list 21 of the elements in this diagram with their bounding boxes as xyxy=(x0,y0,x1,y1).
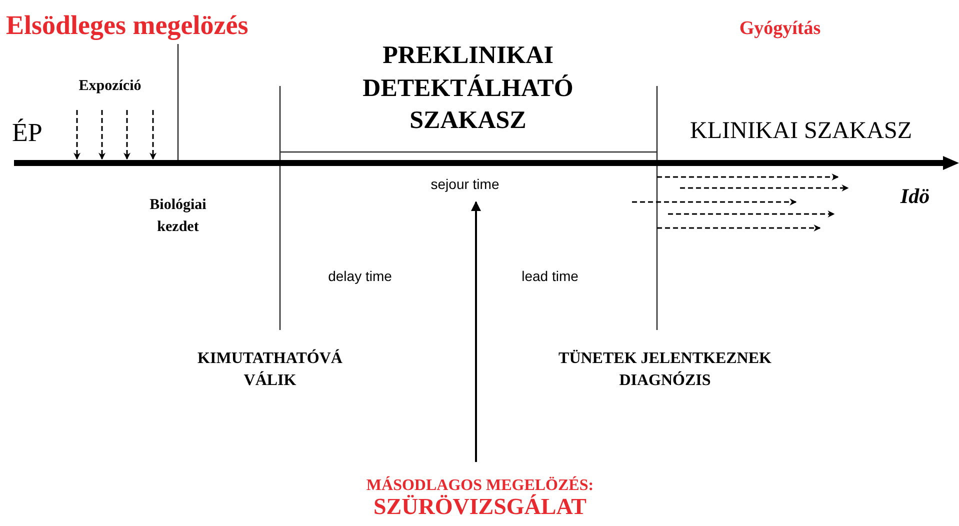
section-heading: Elsödleges megelözés xyxy=(6,10,250,42)
arrow xyxy=(98,110,106,160)
event-label: TÜNETEK JELENTKEZNEK DIAGNÓZIS xyxy=(558,348,772,391)
heading: MÁSODLAGOS MEGELÖZÉS: xyxy=(365,478,595,494)
interval-label: delay time xyxy=(327,268,393,284)
arrow xyxy=(471,201,481,462)
phase-title: KLINIKAI SZAKASZ xyxy=(690,118,913,146)
arrow xyxy=(74,110,80,160)
phase-title: PREKLINIKAI DETEKTÁLHATÓ SZAKASZ xyxy=(362,41,574,136)
arrow xyxy=(124,110,130,160)
event-label: KIMUTATHATÓVÁ VÁLIK xyxy=(196,348,344,391)
arrow xyxy=(150,110,156,160)
axis-label: Idö xyxy=(899,184,931,208)
event-label: Biológiai kezdet xyxy=(148,196,208,237)
timeline-axis xyxy=(14,156,959,170)
exposure-label: Expozíció xyxy=(50,78,170,104)
interval-label: lead time xyxy=(520,268,580,284)
screening-title: SZÜRÖVIZSGÁLAT xyxy=(372,494,588,519)
state-label: ÉP xyxy=(12,118,44,148)
section-heading: Gyógyítás xyxy=(738,18,822,40)
phase-label: sejour time xyxy=(410,176,520,196)
